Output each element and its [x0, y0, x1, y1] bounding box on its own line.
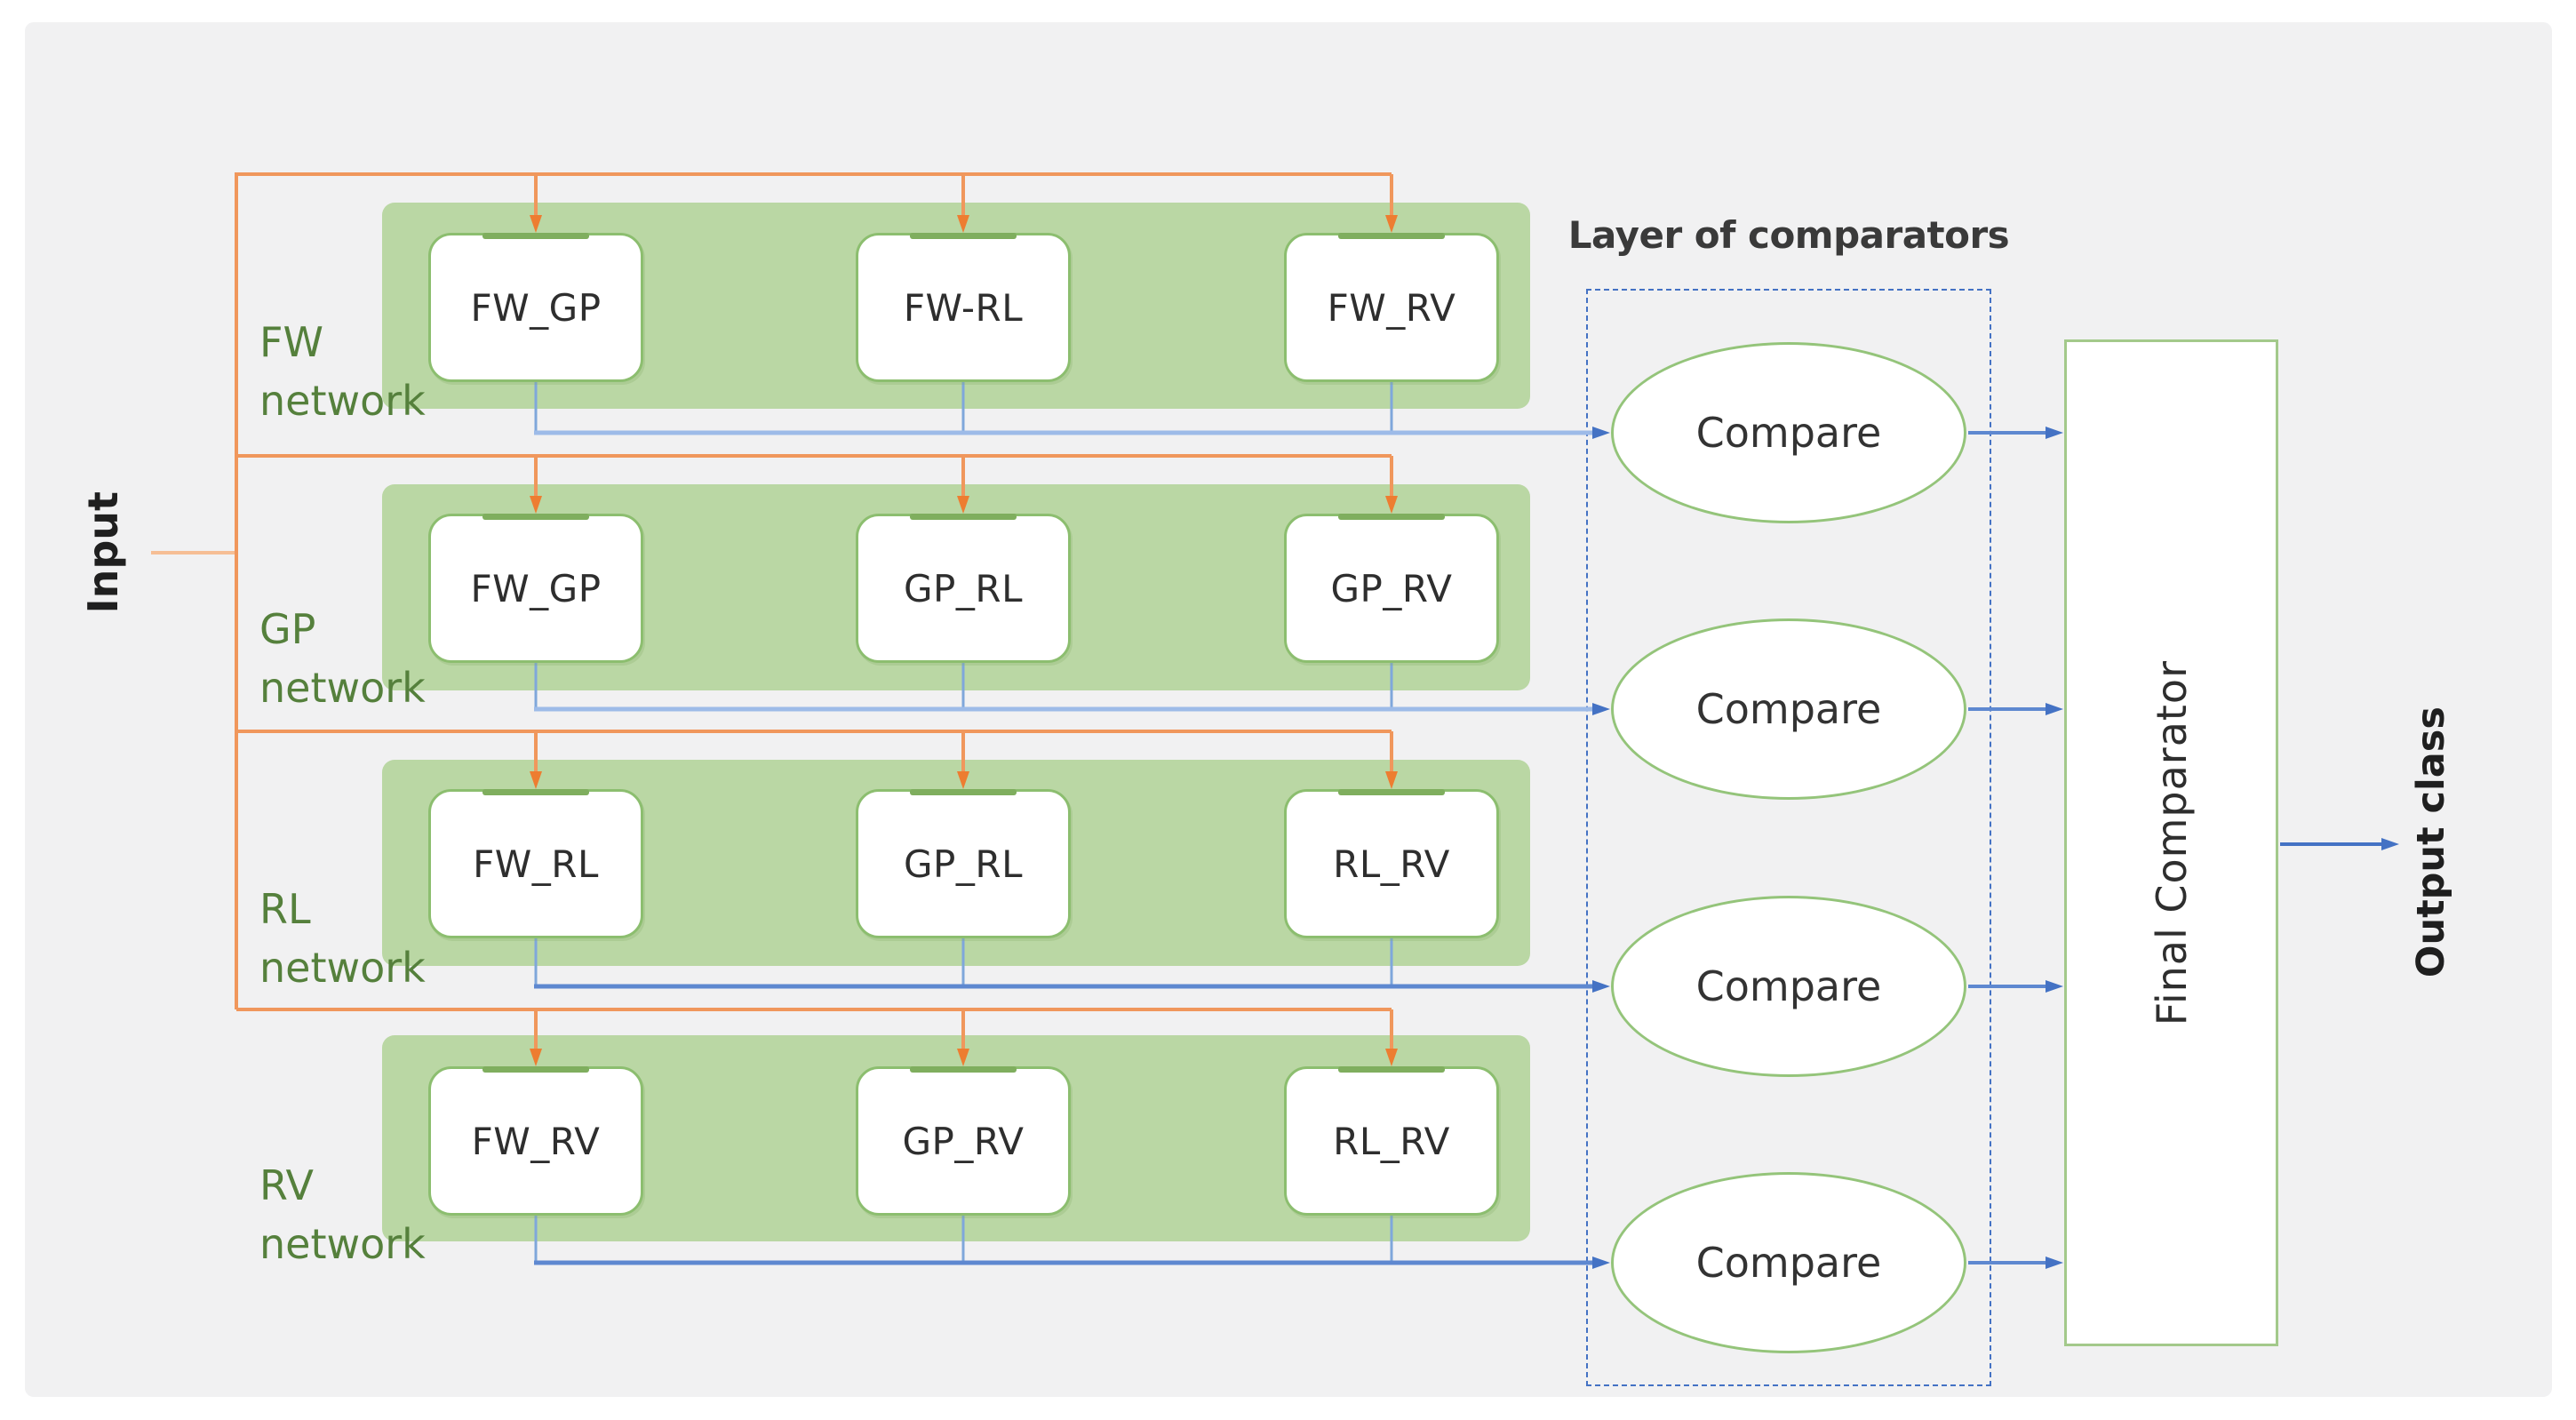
model-box-label: FW_RV: [1327, 285, 1456, 330]
box-input-port: [1338, 789, 1445, 795]
comparator-layer-box: [1586, 289, 1991, 1386]
box-input-port: [910, 233, 1017, 239]
model-box-fw-rl: FW-RL: [856, 233, 1071, 382]
model-box-label: RL_RV: [1333, 1119, 1450, 1163]
model-box-label: FW_GP: [470, 285, 602, 330]
model-box-rv-gprv: GP_RV: [856, 1066, 1071, 1216]
model-box-label: FW-RL: [903, 285, 1024, 330]
model-box-label: FW_RV: [471, 1119, 601, 1163]
compare-label: Compare: [1695, 1239, 1882, 1287]
network-label-line: FW: [259, 318, 323, 366]
compare-label: Compare: [1695, 685, 1882, 733]
network-label-line: GP: [259, 605, 316, 653]
model-box-gp-rv: GP_RV: [1284, 514, 1499, 663]
network-label-line: network: [259, 664, 426, 712]
network-label-rl: RL network: [259, 880, 426, 997]
box-input-port: [483, 514, 589, 520]
model-box-label: GP_RL: [904, 566, 1023, 610]
compare-label: Compare: [1695, 409, 1882, 457]
box-input-port: [910, 789, 1017, 795]
output-class-label-text: Output class: [2409, 706, 2453, 978]
final-comparator-label: Final Comparator: [2147, 659, 2196, 1026]
model-box-label: RL_RV: [1333, 842, 1450, 886]
network-label-rv: RV network: [259, 1156, 426, 1273]
box-input-port: [1338, 233, 1445, 239]
model-box-rl-gprl: GP_RL: [856, 789, 1071, 938]
model-box-label: FW_GP: [470, 566, 602, 610]
model-box-rl-fwrl: FW_RL: [428, 789, 643, 938]
compare-label: Compare: [1695, 962, 1882, 1010]
box-input-port: [1338, 514, 1445, 520]
model-box-fw-gp: FW_GP: [428, 233, 643, 382]
box-input-port: [910, 1066, 1017, 1073]
network-label-line: network: [259, 1220, 426, 1268]
model-box-rl-rv: RL_RV: [1284, 789, 1499, 938]
box-input-port: [910, 514, 1017, 520]
compare-ellipse-4: Compare: [1611, 1172, 1966, 1353]
model-box-gp-rl: GP_RL: [856, 514, 1071, 663]
model-box-fw-rv: FW_RV: [1284, 233, 1499, 382]
input-label: Input: [76, 444, 130, 661]
network-label-line: RL: [259, 885, 311, 933]
model-box-rv-rlrv: RL_RV: [1284, 1066, 1499, 1216]
network-label-fw: FW network: [259, 313, 426, 430]
model-box-label: GP_RV: [1330, 566, 1453, 610]
compare-ellipse-2: Compare: [1611, 618, 1966, 800]
box-input-port: [483, 789, 589, 795]
network-label-line: RV: [259, 1161, 314, 1209]
model-box-label: FW_RL: [473, 842, 599, 886]
network-label-gp: GP network: [259, 600, 426, 717]
final-comparator-box: Final Comparator: [2064, 339, 2278, 1346]
network-label-line: network: [259, 377, 426, 425]
network-label-line: network: [259, 944, 426, 992]
comparator-layer-title: Layer of comparators: [1567, 213, 2010, 257]
box-input-port: [483, 1066, 589, 1073]
model-box-label: GP_RV: [902, 1119, 1025, 1163]
compare-ellipse-1: Compare: [1611, 342, 1966, 523]
model-box-label: GP_RL: [904, 842, 1023, 886]
model-box-gp-fwgp: FW_GP: [428, 514, 643, 663]
compare-ellipse-3: Compare: [1611, 896, 1966, 1077]
box-input-port: [483, 233, 589, 239]
input-label-text: Input: [79, 491, 127, 614]
box-input-port: [1338, 1066, 1445, 1073]
model-box-rv-fwrv: FW_RV: [428, 1066, 643, 1216]
output-class-label: Output class: [2403, 706, 2460, 977]
